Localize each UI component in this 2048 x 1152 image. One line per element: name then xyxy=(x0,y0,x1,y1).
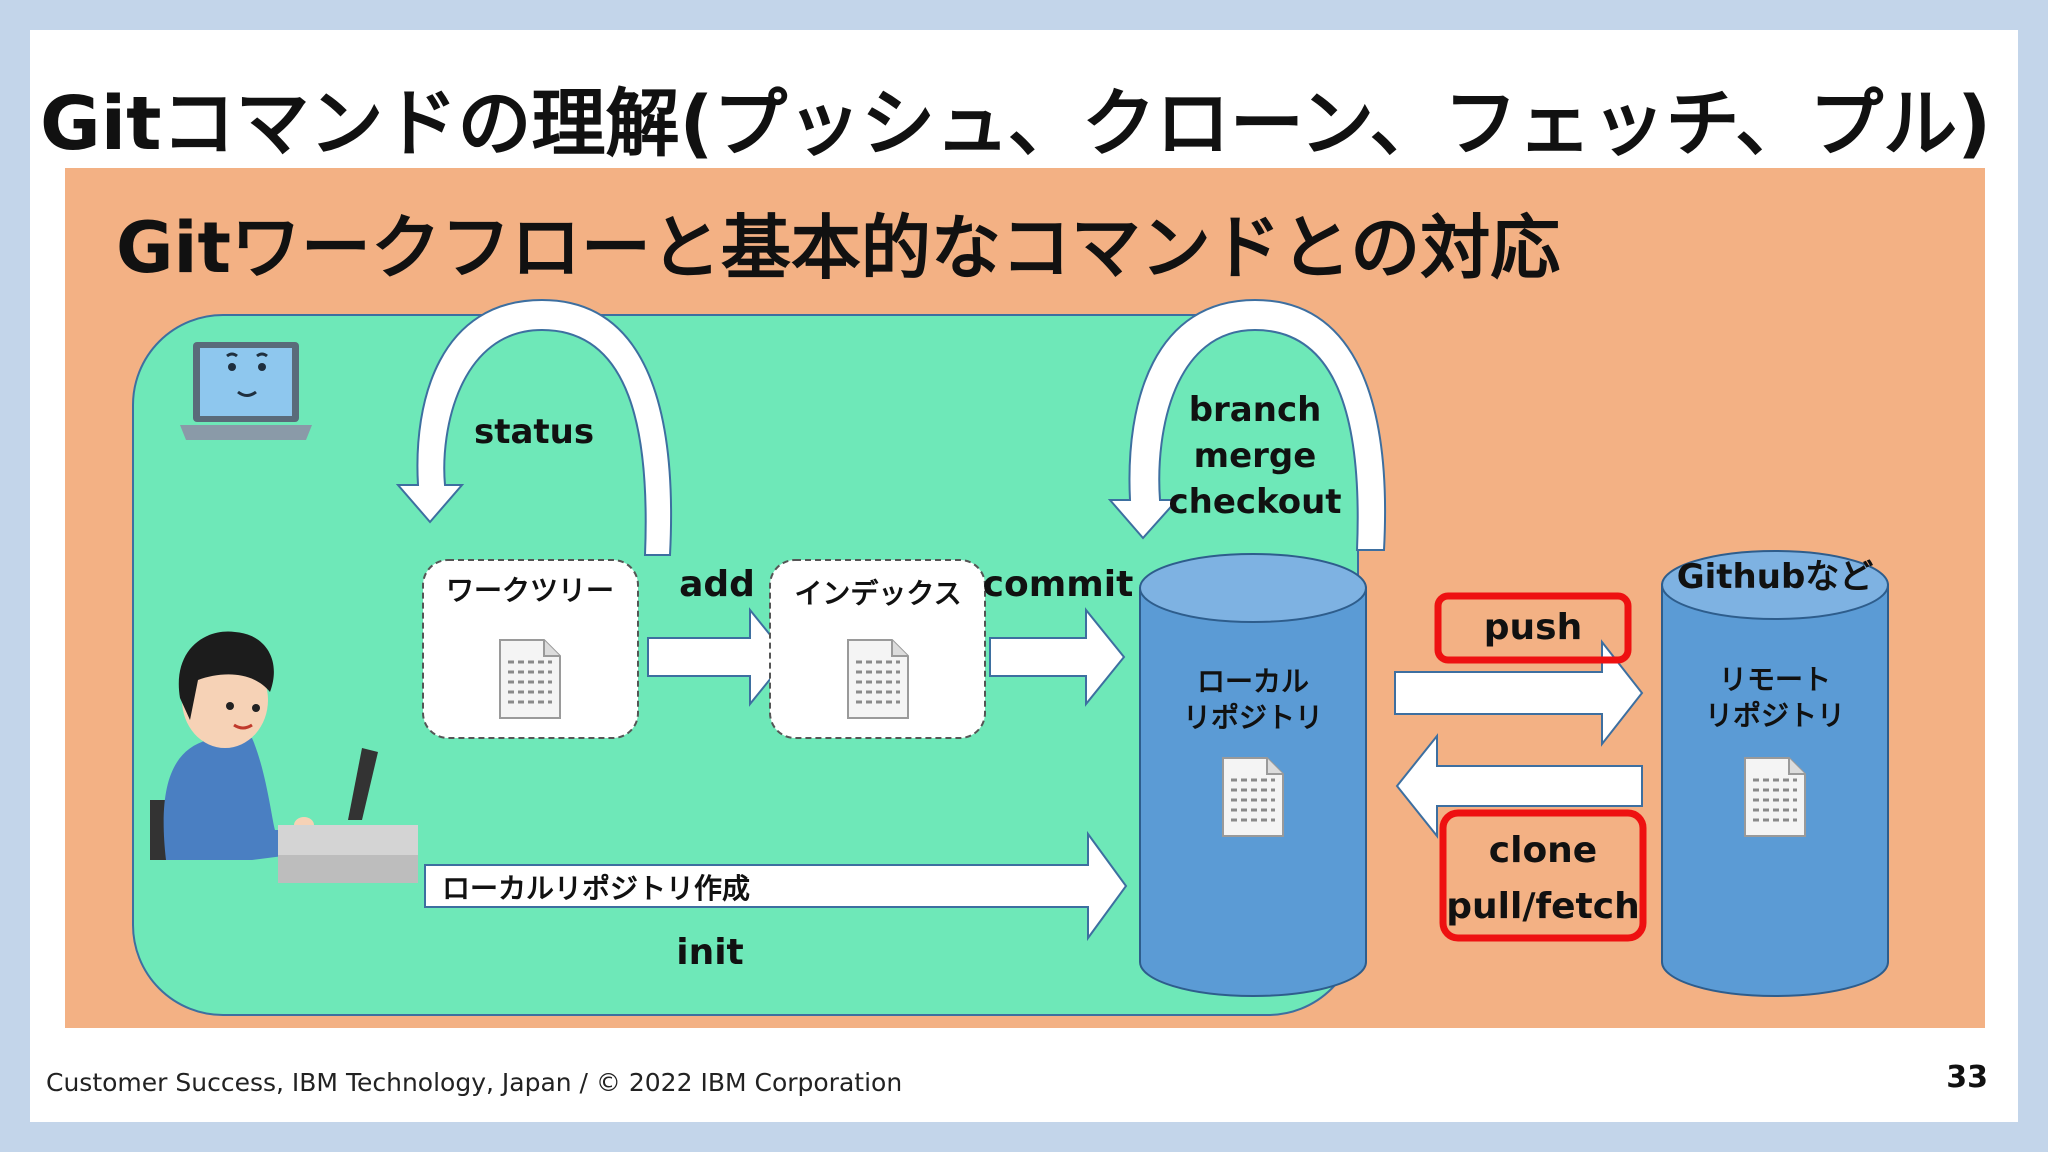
laptop-icon xyxy=(180,342,312,440)
working-tree-label: ワークツリー xyxy=(446,574,614,607)
remote-host-label: Githubなど xyxy=(1677,557,1874,597)
commit-label: commit xyxy=(983,564,1134,605)
branch-merge-checkout-loop-arrow xyxy=(1107,298,1387,551)
push-highlight-box xyxy=(1434,592,1632,664)
status-loop-arrow xyxy=(395,298,673,556)
branch-label: branch xyxy=(1189,390,1322,430)
remote-repository-label-line1: リモート xyxy=(1719,663,1831,696)
init-arrow xyxy=(424,830,1128,942)
clone-label: clone xyxy=(1489,830,1597,871)
checkout-label: checkout xyxy=(1168,482,1341,522)
document-icon xyxy=(846,638,910,720)
clone-pull-fetch-arrow xyxy=(1395,733,1643,839)
slide: Gitコマンドの理解(プッシュ、クローン、フェッチ、プル) Gitワークフローと… xyxy=(30,30,2018,1122)
status-label: status xyxy=(474,412,594,452)
clone-pull-highlight-box xyxy=(1439,809,1647,942)
add-label: add xyxy=(679,564,755,605)
document-icon xyxy=(498,638,562,720)
push-arrow xyxy=(1394,639,1644,747)
slide-title: Gitコマンドの理解(プッシュ、クローン、フェッチ、プル) xyxy=(40,81,1992,167)
local-repository-label-line2: リポジトリ xyxy=(1183,701,1323,734)
footer-copyright: Customer Success, IBM Technology, Japan … xyxy=(46,1068,903,1097)
add-arrow xyxy=(647,607,790,707)
index-label: インデックス xyxy=(794,577,961,610)
pull-fetch-label: pull/fetch xyxy=(1446,886,1639,927)
push-label: push xyxy=(1484,607,1582,648)
merge-label: merge xyxy=(1194,436,1317,476)
git-workflow-diagram: Gitワークフローと基本的なコマンドとの対応 xyxy=(65,168,1985,1028)
init-label: init xyxy=(676,932,744,973)
document-icon xyxy=(1743,756,1807,838)
commit-arrow xyxy=(989,607,1126,707)
diagram-heading: Gitワークフローと基本的なコマンドとの対応 xyxy=(116,207,1560,289)
local-repository-label-line1: ローカル xyxy=(1197,665,1309,698)
document-icon xyxy=(1221,756,1285,838)
remote-repository-label-line2: リポジトリ xyxy=(1705,699,1845,732)
page-number: 33 xyxy=(1946,1060,1988,1095)
create-local-repository-label: ローカルリポジトリ作成 xyxy=(442,872,750,905)
person-at-laptop-illustration xyxy=(150,631,418,883)
